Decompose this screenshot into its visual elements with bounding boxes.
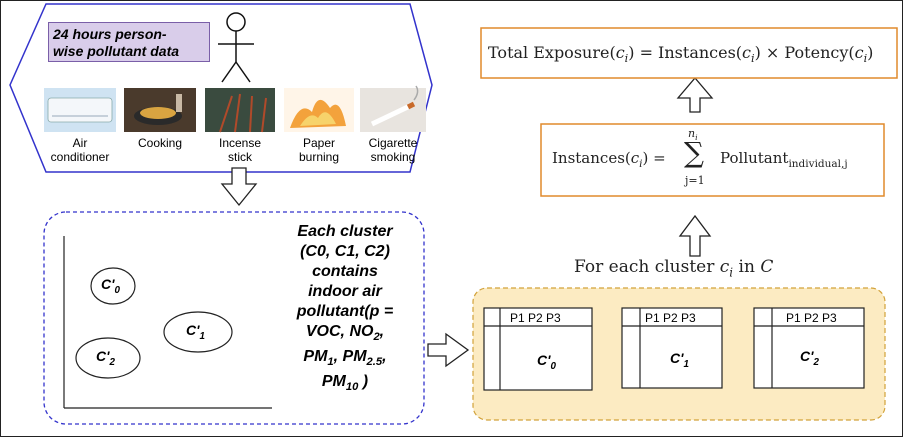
total-exposure-formula: Total Exposure(ci) = Instances(ci) × Pot…	[488, 43, 874, 66]
table-c1	[621, 307, 723, 389]
total-exposure-box	[480, 27, 898, 79]
sum-symbol: ∑	[684, 136, 704, 169]
cluster-label-c0: C'0	[101, 276, 120, 296]
paper-burning-icon	[284, 88, 354, 132]
table-c2-header: P1 P2 P3	[786, 311, 837, 325]
incense-stick-icon	[205, 88, 275, 133]
sum-lower-limit: j=1	[685, 174, 705, 187]
table-c2-label: C'2	[800, 348, 819, 368]
table-c2	[753, 307, 865, 389]
cigarette-icon	[360, 85, 426, 132]
cluster-label-c1: C'1	[186, 322, 205, 342]
cluster-ellipse-c0	[90, 267, 136, 305]
source-hexagon	[9, 3, 433, 173]
instances-box	[540, 123, 885, 197]
instances-formula-rhs: Pollutantindividual,j	[720, 149, 848, 170]
table-c0	[483, 307, 593, 391]
cluster-description: Each cluster (C0, C1, C2) contains indoo…	[296, 223, 394, 394]
right-arrow	[427, 332, 470, 368]
table-c1-header: P1 P2 P3	[645, 311, 696, 325]
table-c0-header: P1 P2 P3	[510, 311, 561, 325]
instances-formula-lhs: Instances(ci) =	[552, 149, 666, 170]
pollutant-data-label: 24 hours person- wise pollutant data	[48, 22, 210, 62]
down-arrow	[220, 167, 258, 207]
cluster-box	[43, 211, 425, 425]
cluster-label-c2: C'2	[96, 348, 115, 368]
person-icon	[218, 12, 254, 83]
for-each-cluster-label: For each cluster ci in C	[574, 257, 774, 280]
cluster-ellipse-c2	[75, 337, 141, 379]
table-c0-label: C'0	[537, 352, 556, 372]
cooking-icon	[124, 88, 196, 132]
up-arrow-lower	[678, 214, 712, 257]
table-c1-label: C'1	[670, 350, 689, 370]
sum-upper-limit: ni	[688, 127, 698, 143]
air-conditioner-icon	[44, 88, 116, 132]
up-arrow-upper	[676, 76, 714, 113]
cluster-ellipse-c1	[163, 311, 233, 353]
source-label-cooking: Cooking	[137, 136, 183, 150]
